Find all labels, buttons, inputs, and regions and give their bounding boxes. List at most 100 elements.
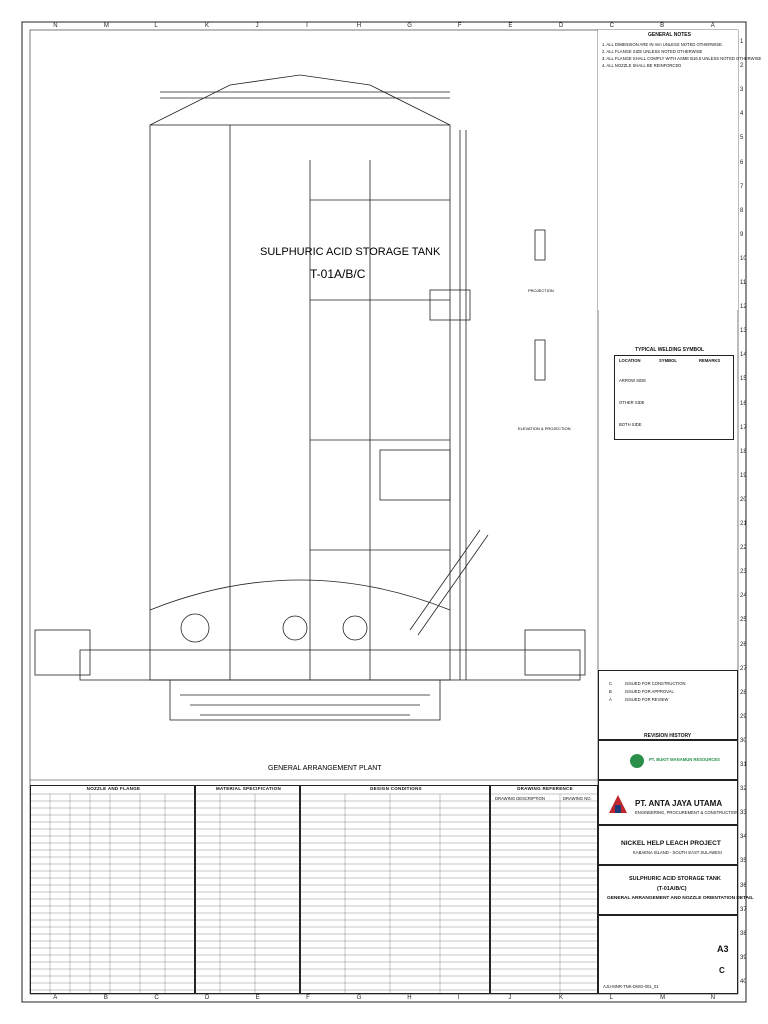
- ruler-mark: 35: [740, 858, 747, 865]
- ruler-mark: B: [660, 23, 665, 29]
- welding-row: ARROW SIDE: [619, 378, 646, 383]
- ruler-mark: 16: [740, 400, 747, 407]
- drawing-title-3: GENERAL ARRANGEMENT AND NOZZLE ORIENTATI…: [607, 896, 754, 901]
- ruler-mark: N: [710, 995, 716, 1001]
- general-notes-header: GENERAL NOTES: [648, 32, 691, 38]
- reference-col-1: DRAWING DESCRIPTION: [495, 796, 545, 801]
- company-name: PT. ANTA JAYA UTAMA: [635, 799, 723, 808]
- revision-value: C: [719, 966, 725, 975]
- ruler-mark: H: [356, 23, 362, 29]
- ruler-mark: 11: [740, 280, 747, 287]
- ruler-mark: F: [306, 995, 310, 1001]
- tank-elevation-drawing: SULPHURIC ACID STORAGE TANK T-01A/B/C GE…: [34, 74, 586, 772]
- ruler-mark: D: [205, 995, 210, 1001]
- ruler-mark: 7: [740, 183, 744, 190]
- project-sub: KABAENA ISLAND - SOUTH EAST SULAWESI: [633, 850, 722, 855]
- nozzle-header: NOZZLE AND FLANGE: [86, 786, 141, 791]
- ruler-mark: G: [356, 995, 362, 1001]
- drawing-title-1: SULPHURIC ACID STORAGE TANK: [629, 876, 721, 882]
- ruler-mark: 12: [740, 304, 747, 311]
- ruler-mark: 38: [740, 930, 747, 937]
- welding-row: BOTH SIDE: [619, 422, 642, 427]
- ruler-mark: 1: [740, 39, 744, 46]
- ruler-mark: N: [53, 23, 58, 29]
- ruler-mark: C: [154, 995, 159, 1001]
- revision-desc: ISSUED FOR CONSTRUCTION: [625, 681, 686, 686]
- revision-rev: C: [609, 681, 613, 686]
- ruler-mark: 27: [740, 665, 747, 672]
- ruler-mark: 10: [740, 255, 747, 262]
- welding-column: SYMBOL: [659, 358, 677, 363]
- material-table: MATERIAL SPECIFICATION: [195, 785, 300, 994]
- ruler-mark: 4: [740, 111, 744, 118]
- ruler-mark: I: [306, 23, 308, 29]
- design-table: DESIGN CONDITIONS: [300, 785, 490, 994]
- note-item: 2. ALL FLANGE SIZE UNLESS NOTED OTHERWIS…: [602, 49, 703, 54]
- ruler-mark: 28: [740, 689, 747, 696]
- ruler-mark: 40: [740, 978, 747, 985]
- ruler-mark: L: [609, 995, 613, 1001]
- owner-name: PT. BUKIT MANAMUN RESOURCES: [649, 757, 720, 762]
- revision-header: REVISION HISTORY: [644, 733, 692, 739]
- ruler-mark: G: [407, 23, 412, 29]
- elevation-label: ELEVATION & PROJECTION: [518, 426, 571, 431]
- ruler-mark: 18: [740, 448, 747, 455]
- ruler-mark: 39: [740, 954, 747, 961]
- ruler-mark: A: [53, 995, 58, 1001]
- ruler-mark: 14: [740, 352, 747, 359]
- ruler-mark: 31: [740, 762, 747, 769]
- ruler-mark: 22: [740, 545, 747, 552]
- company-logo-icon: [609, 795, 627, 813]
- ruler-mark: 30: [740, 737, 747, 744]
- revision-rev: B: [609, 689, 612, 694]
- ruler-mark: L: [154, 23, 158, 29]
- revision-rev: A: [609, 697, 612, 702]
- ruler-mark: 6: [740, 159, 744, 166]
- drawing-number: AJU-MNR-TNK-DWG-001_01: [603, 984, 659, 989]
- ruler-mark: 5: [740, 135, 744, 142]
- ruler-mark: 19: [740, 472, 747, 479]
- ruler-mark: 36: [740, 882, 747, 889]
- project-block: NICKEL HELP LEACH PROJECT KABAENA ISLAND…: [598, 825, 738, 865]
- design-header: DESIGN CONDITIONS: [370, 786, 422, 791]
- nozzle-table: NOZZLE AND FLANGE: [30, 785, 195, 994]
- project-name: NICKEL HELP LEACH PROJECT: [621, 840, 721, 847]
- ruler-mark: 21: [740, 521, 747, 528]
- ruler-mark: 26: [740, 641, 747, 648]
- owner-logo-icon: [630, 754, 644, 768]
- ruler-mark: E: [508, 23, 513, 29]
- owner-block: PT. BUKIT MANAMUN RESOURCES: [598, 740, 738, 780]
- ruler-mark: 20: [740, 496, 747, 503]
- ruler-mark: 33: [740, 810, 747, 817]
- ruler-mark: 17: [740, 424, 747, 431]
- ruler-mark: 24: [740, 593, 747, 600]
- ruler-mark: M: [103, 23, 109, 29]
- ruler-mark: K: [559, 995, 564, 1001]
- ruler-mark: B: [103, 995, 108, 1001]
- ruler-mark: 32: [740, 786, 747, 793]
- reference-header: DRAWING REFERENCE: [517, 786, 573, 791]
- drawing-title-block: SULPHURIC ACID STORAGE TANK (T-01A/B/C) …: [598, 865, 753, 915]
- general-notes-panel: GENERAL NOTES 1. ALL DIMENSION ARE IN mm…: [598, 30, 761, 310]
- note-item: 1. ALL DIMENSION ARE IN mm UNLESS NOTED …: [602, 42, 723, 47]
- ruler-mark: K: [205, 23, 210, 29]
- ruler-mark: 37: [740, 906, 747, 913]
- welding-column: REMARKS: [699, 358, 721, 363]
- welding-column: LOCATION: [619, 358, 641, 363]
- ruler-mark: 8: [740, 207, 744, 214]
- ruler-mark: 25: [740, 617, 747, 624]
- welding-row: OTHER SIDE: [619, 400, 645, 405]
- ruler-mark: D: [559, 23, 564, 29]
- ruler-mark: E: [255, 995, 260, 1001]
- ruler-mark: I: [457, 995, 460, 1001]
- ruler-mark: M: [660, 995, 666, 1001]
- material-header: MATERIAL SPECIFICATION: [215, 786, 282, 791]
- sheet-size: A3: [717, 944, 729, 954]
- drawing-number-block: A3 C AJU-MNR-TNK-DWG-001_01: [598, 915, 738, 994]
- ruler-mark: C: [609, 23, 614, 29]
- ruler-mark: F: [457, 23, 462, 29]
- tank-title-1: SULPHURIC ACID STORAGE TANK: [260, 246, 441, 258]
